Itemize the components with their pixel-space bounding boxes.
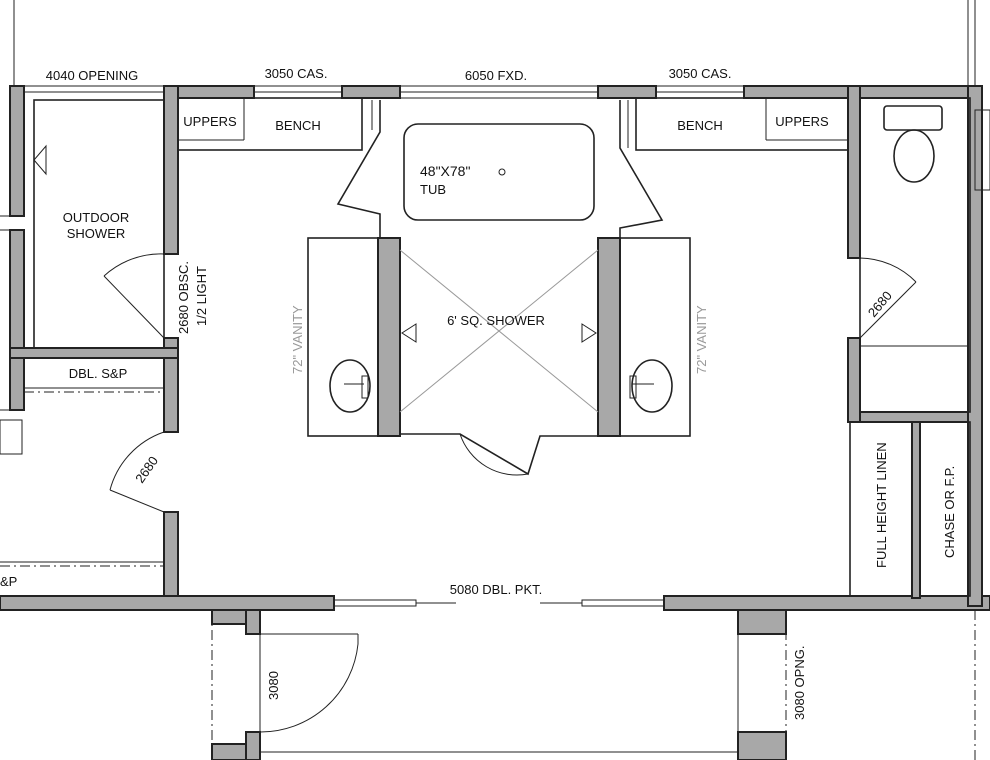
label-shower: 6' SQ. SHOWER [447, 313, 545, 328]
left-outer-wall-upper [9, 85, 25, 217]
dbl-sp-closet [23, 357, 165, 389]
label-shower-outdoor: SHOWER [67, 226, 126, 241]
label-door-obsc: 2680 OBSC. [176, 261, 191, 334]
label-bench-left: BENCH [275, 118, 321, 133]
label-vanity-left: 72" VANITY [290, 305, 305, 374]
shower-head-right [581, 323, 597, 343]
label-door-2680-right: 2680 [865, 288, 895, 320]
label-uppers-right: UPPERS [775, 114, 829, 129]
top-wall-pier-left [341, 85, 401, 99]
label-fxd: 6050 FXD. [465, 68, 527, 83]
label-vanity-right: 72" VANITY [694, 305, 709, 374]
sink-right [631, 359, 673, 413]
tub [403, 123, 595, 221]
bottom-wall-right [663, 595, 990, 611]
label-3080-opening: 3080 OPNG. [792, 646, 807, 720]
shower-wall-left [377, 237, 401, 437]
chase [919, 421, 971, 597]
left-interior-wall-upper [163, 85, 179, 255]
label-outdoor: OUTDOOR [63, 210, 129, 225]
tub-drain [498, 168, 506, 176]
label-half-light: 1/2 LIGHT [194, 266, 209, 326]
shower-diagonal-2 [399, 249, 599, 413]
label-bench-right: BENCH [677, 118, 723, 133]
label-cas-left: 3050 CAS. [265, 66, 328, 81]
shower-wall-right [597, 237, 621, 437]
wc-bottom-wall [859, 411, 969, 423]
left-outer-wall-middle [9, 229, 25, 411]
label-tub: TUB [420, 182, 446, 197]
left-edge-box [0, 419, 23, 455]
top-wall-pier-right [597, 85, 657, 99]
tub-surround-left [336, 100, 381, 238]
toilet-tank [883, 105, 943, 131]
left-interior-wall-lower [163, 511, 179, 599]
label-uppers-left: UPPERS [183, 114, 237, 129]
label-door-2680-left: 2680 [132, 453, 161, 485]
vanity-left [307, 237, 389, 437]
label-pocket-door: 5080 DBL. PKT. [450, 582, 543, 597]
bottom-wall-left [0, 595, 335, 611]
tub-surround-right [619, 100, 664, 238]
sink-left [329, 359, 371, 413]
label-linen: FULL HEIGHT LINEN [874, 442, 889, 568]
shower-doors [400, 433, 598, 476]
label-sp-partial: &P [0, 574, 17, 589]
label-dbl-sp: DBL. S&P [69, 366, 128, 381]
label-chase: CHASE OR F.P. [942, 466, 957, 558]
linen-closet [849, 421, 913, 597]
label-4040-opening: 4040 OPENING [46, 68, 139, 83]
right-interior-wall-upper [847, 85, 861, 259]
bench-right [635, 97, 849, 151]
vanity-right [609, 237, 691, 437]
faucet-left [361, 375, 369, 399]
dbl-sp-wall [9, 347, 179, 359]
label-tub-size: 48"X78" [420, 163, 470, 179]
right-interior-wall-lower [847, 337, 861, 423]
faucet-right [629, 375, 637, 399]
outdoor-shower-head [33, 144, 47, 176]
label-door-3080: 3080 [266, 671, 281, 700]
right-window [974, 109, 990, 191]
toilet-bowl [893, 129, 935, 183]
label-cas-right: 3050 CAS. [669, 66, 732, 81]
wc-compartment [859, 97, 971, 413]
shower-head-left [401, 323, 417, 343]
